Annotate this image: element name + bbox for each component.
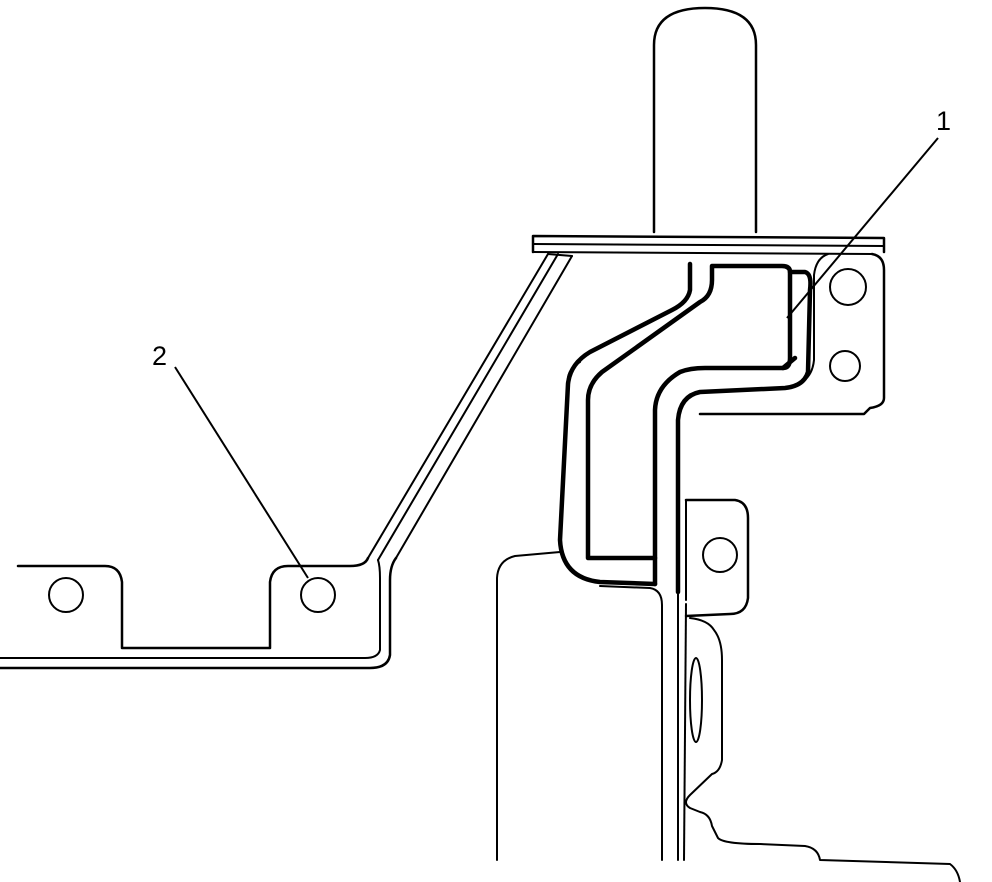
mount-hole-upper (829, 268, 867, 306)
pin-post (652, 6, 758, 234)
vertical-slot (689, 657, 703, 743)
right-side-profile (685, 617, 961, 882)
callout-2-leader (174, 366, 309, 579)
lower-housing (496, 551, 679, 861)
callout-1-label: 1 (936, 106, 951, 136)
callout-2-label: 2 (152, 341, 167, 371)
seal-gasket (557, 261, 813, 595)
bracket-hole-left (48, 577, 84, 613)
middle-bracket (683, 498, 750, 861)
middle-bracket-hole (702, 537, 738, 573)
callout-1-leader (786, 137, 939, 319)
diagonal-bracket-arm (367, 253, 573, 561)
bracket-hole-2 (300, 577, 336, 613)
top-flange-plate (531, 234, 886, 255)
left-bracket (0, 556, 398, 670)
mount-hole-lower (829, 350, 861, 382)
